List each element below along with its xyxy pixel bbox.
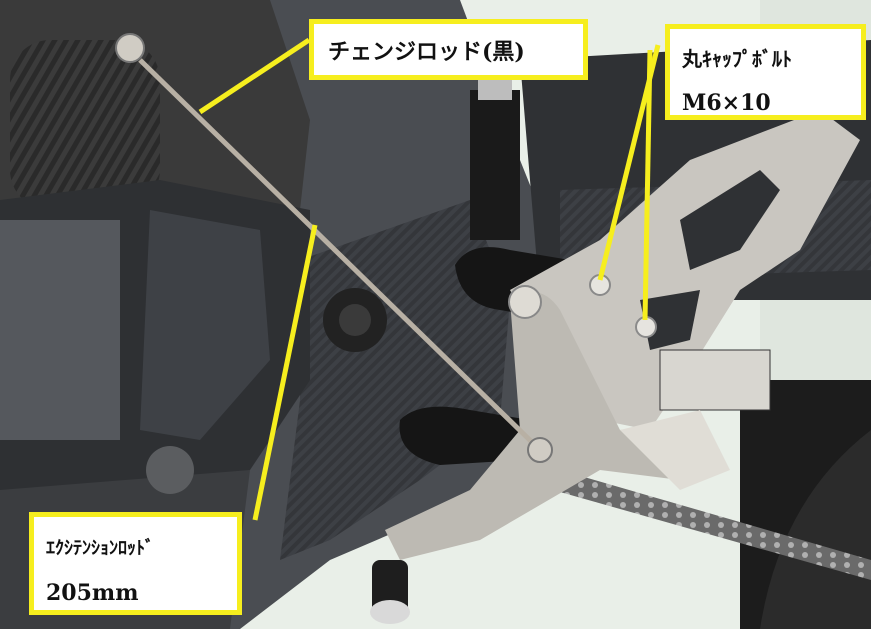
frame-carbon-cover xyxy=(280,200,510,560)
change-rod-label: チェンジロッド(黒) xyxy=(309,19,588,80)
callout-line-extension xyxy=(252,224,318,521)
callout-line-change-rod xyxy=(198,37,311,115)
engine-bolt xyxy=(146,446,194,494)
lever-pivot xyxy=(508,285,542,319)
braided-hose xyxy=(10,40,160,210)
frame-pivot-cap xyxy=(339,304,371,336)
drive-chain xyxy=(560,470,871,580)
plate-cutout-2 xyxy=(640,290,700,350)
tire-edge xyxy=(760,430,871,629)
rod-end-upper xyxy=(115,33,145,63)
warning-sticker xyxy=(659,349,771,411)
rod-end-lower xyxy=(527,437,553,463)
lower-bracket xyxy=(399,406,534,465)
shock-spring xyxy=(470,90,520,240)
extension-rod-length: 205mm xyxy=(46,580,139,606)
extension-rod-name: ｴｸｼﾃﾝｼｮﾝﾛｯﾄﾞ xyxy=(46,538,154,559)
footpeg xyxy=(620,410,730,490)
shift-peg-cap xyxy=(370,600,410,624)
cover-rim xyxy=(0,220,120,440)
change-rod-text: チェンジロッド(黒) xyxy=(328,39,525,65)
extension-rod xyxy=(138,58,542,452)
callout-line-bolt-2 xyxy=(642,49,653,321)
cap-bolt-label: 丸ｷｬｯﾌﾟﾎﾞﾙﾄ M6×10 xyxy=(665,24,866,120)
cap-bolt-name: 丸ｷｬｯﾌﾟﾎﾞﾙﾄ xyxy=(682,47,792,71)
shift-lever xyxy=(385,292,720,560)
cap-bolt-size: M6×10 xyxy=(682,90,771,116)
plate-cutout-1 xyxy=(680,170,780,270)
cover-bevel xyxy=(140,210,270,440)
extension-rod-label: ｴｸｼﾃﾝｼｮﾝﾛｯﾄﾞ 205mm xyxy=(29,512,242,615)
